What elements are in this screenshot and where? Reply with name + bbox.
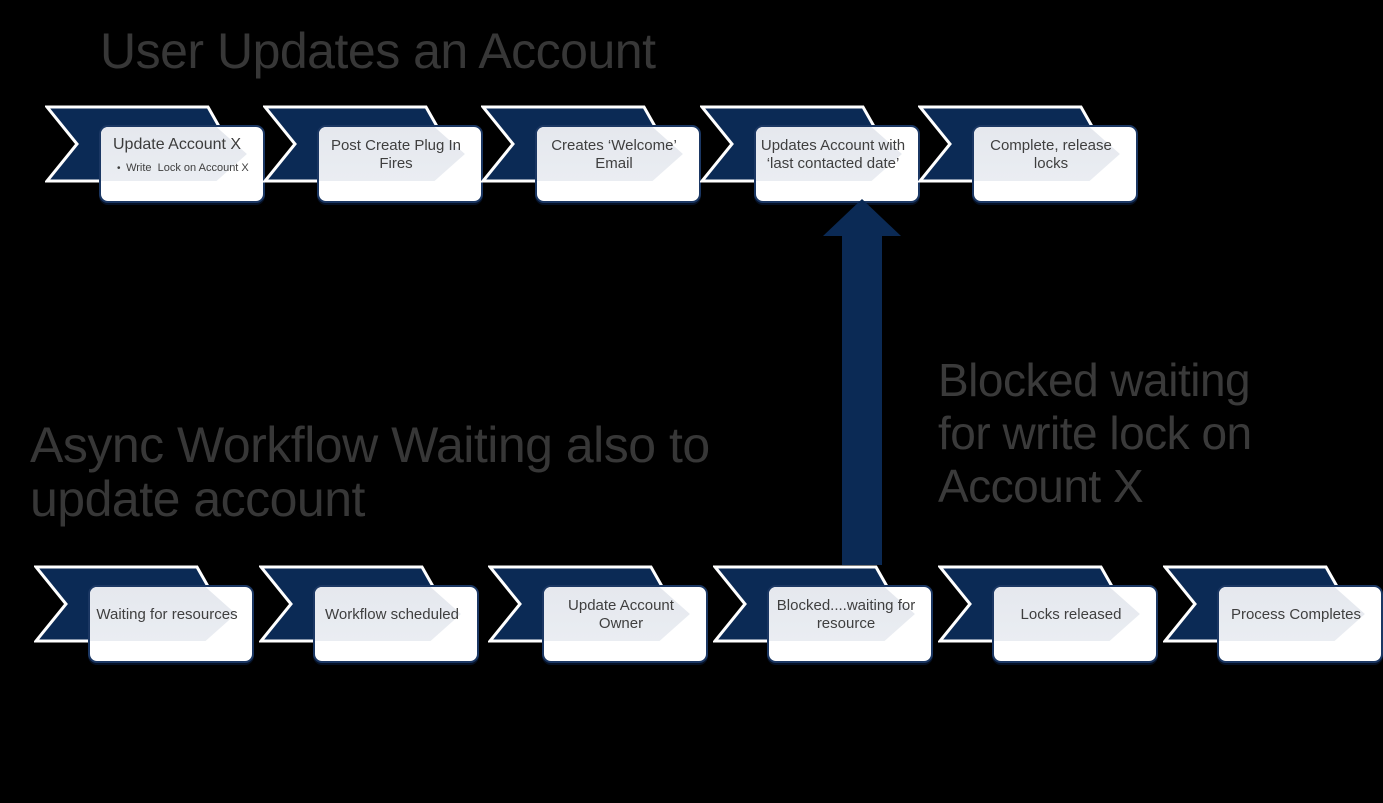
step-workflow-scheduled: Workflow scheduled: [259, 565, 499, 725]
step-title: Locks released: [1020, 605, 1122, 623]
blocked-up-arrow-icon: [823, 199, 901, 565]
process-step-card: Locks released: [992, 585, 1158, 663]
card-inner-chevron-icon: [544, 587, 690, 641]
card-inner-chevron-icon: [537, 127, 683, 181]
process-step-card: Updates Account with ‘last contacted dat…: [754, 125, 920, 203]
step-bullet: Write Lock on Account X: [113, 162, 249, 175]
top-flow-title: User Updates an Account: [100, 23, 656, 79]
step-title: Complete, release locks: [990, 136, 1112, 172]
card-inner-chevron-icon: [319, 127, 465, 181]
step-complete-release-locks: Complete, release locks: [918, 105, 1158, 265]
process-step-card: Workflow scheduled: [313, 585, 479, 663]
step-creates-welcome-email: Creates ‘Welcome’ Email: [481, 105, 721, 265]
step-blocked-waiting-resource: Blocked....waiting for resource: [713, 565, 953, 725]
card-inner-chevron-icon: [769, 587, 915, 641]
card-inner-chevron-icon: [974, 127, 1120, 181]
process-step-card: Waiting for resources: [88, 585, 254, 663]
card-inner-chevron-icon: [756, 127, 902, 181]
step-title: Blocked....waiting for resource: [776, 596, 916, 632]
process-step-card: Update Account Owner: [542, 585, 708, 663]
step-title: Waiting for resources: [96, 605, 238, 623]
step-process-completes: Process Completes: [1163, 565, 1383, 725]
step-title: Workflow scheduled: [325, 605, 459, 623]
step-update-account-x: Update Account X Write Lock on Account X: [45, 105, 285, 265]
process-step-card: Complete, release locks: [972, 125, 1138, 203]
blocked-annotation: Blocked waiting for write lock on Accoun…: [938, 354, 1252, 512]
step-title: Creates ‘Welcome’ Email: [551, 136, 677, 172]
step-updates-last-contacted: Updates Account with ‘last contacted dat…: [700, 105, 940, 265]
bottom-flow-title: Async Workflow Waiting also to update ac…: [30, 417, 710, 527]
process-step-card: Post Create Plug In Fires: [317, 125, 483, 203]
process-step-card: Process Completes: [1217, 585, 1383, 663]
step-title: Process Completes: [1230, 605, 1362, 623]
step-title: Updates Account with ‘last contacted dat…: [760, 136, 906, 172]
step-title: Update Account Owner: [568, 596, 674, 632]
step-post-create-plugin: Post Create Plug In Fires: [263, 105, 503, 265]
step-waiting-for-resources: Waiting for resources: [34, 565, 274, 725]
process-step-card: Update Account X Write Lock on Account X: [99, 125, 265, 203]
step-locks-released: Locks released: [938, 565, 1178, 725]
process-step-card: Blocked....waiting for resource: [767, 585, 933, 663]
card-inner-chevron-icon: [90, 587, 236, 641]
card-inner-chevron-icon: [315, 587, 461, 641]
step-title: Post Create Plug In Fires: [330, 136, 462, 172]
process-step-card: Creates ‘Welcome’ Email: [535, 125, 701, 203]
card-inner-chevron-icon: [994, 587, 1140, 641]
step-title: Update Account X: [113, 136, 242, 154]
card-inner-chevron-icon: [1219, 587, 1365, 641]
step-update-account-owner: Update Account Owner: [488, 565, 728, 725]
